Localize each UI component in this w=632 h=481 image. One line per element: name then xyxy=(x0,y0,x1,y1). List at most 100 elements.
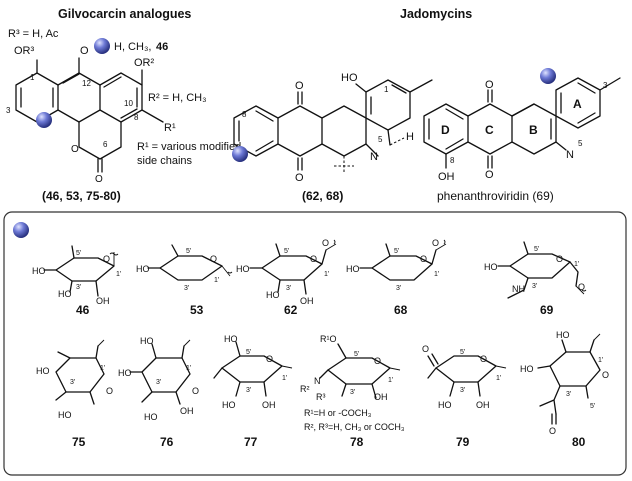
panel-marker-ball xyxy=(13,222,29,238)
svg-text:HO: HO xyxy=(118,368,132,378)
sugar-78: 78 R¹O N R² R³ OH O 5' 3' 1' R¹=H or -CO… xyxy=(300,334,405,449)
svg-text:O: O xyxy=(422,344,429,354)
sugar-62-label: 62 xyxy=(284,303,298,317)
svg-text:NH: NH xyxy=(512,284,525,294)
sugar-53: 53 HO O 5' 3' 1' xyxy=(136,244,233,317)
svg-text:1': 1' xyxy=(598,357,603,364)
svg-text:3': 3' xyxy=(246,387,251,394)
ring-label-c: C xyxy=(485,123,494,137)
svg-text:N: N xyxy=(314,376,321,386)
sugar-62: 62 HO HO OH O O 5' 3' 1' xyxy=(236,238,337,317)
r78-note-1: R¹=H or -COCH₃ xyxy=(304,408,372,418)
svg-text:5': 5' xyxy=(394,248,399,255)
svg-text:O: O xyxy=(103,254,110,264)
svg-text:O: O xyxy=(210,254,217,264)
sugar-69-label: 69 xyxy=(540,303,554,317)
sugar-76-label: 76 xyxy=(160,435,174,449)
jadomycin-locant-5: 5 xyxy=(378,135,383,144)
phen-locant-3: 3 xyxy=(603,81,608,90)
svg-text:HO: HO xyxy=(346,264,360,274)
phen-oh-label: OH xyxy=(438,171,455,183)
phen-o-bottom: O xyxy=(485,169,494,181)
ring-label-d: D xyxy=(441,123,450,137)
sugar-46: 46 HO HO OH O 5' 3' 1' xyxy=(32,245,121,317)
ring-label-a: A xyxy=(573,97,582,111)
phen-locant-8: 8 xyxy=(450,156,455,165)
jadomycin-o-bottom: O xyxy=(295,172,304,184)
phen-n-label: N xyxy=(566,149,574,161)
svg-text:R³: R³ xyxy=(316,392,326,402)
phen-o-top: O xyxy=(485,79,494,91)
sugar-69: 69 HO NH O O 5' 3' 1' xyxy=(484,241,587,317)
svg-text:3': 3' xyxy=(184,285,189,292)
sugar-75-label: 75 xyxy=(72,435,86,449)
jadomycin-structure: HO O O N H 1 5 8 (62, 68) xyxy=(232,72,433,203)
svg-text:1': 1' xyxy=(214,277,219,284)
r1-label: R¹ xyxy=(164,122,176,134)
svg-text:HO: HO xyxy=(520,364,534,374)
svg-text:OH: OH xyxy=(180,406,194,416)
svg-text:1': 1' xyxy=(100,365,105,372)
locant-1: 1 xyxy=(30,73,35,82)
svg-text:HO: HO xyxy=(58,410,72,420)
svg-text:5': 5' xyxy=(284,248,289,255)
svg-text:5': 5' xyxy=(354,351,359,358)
svg-text:HO: HO xyxy=(222,400,236,410)
svg-text:O: O xyxy=(420,254,427,264)
svg-text:HO: HO xyxy=(236,264,250,274)
r3-definition: R³ = H, Ac xyxy=(8,28,59,40)
svg-text:HO: HO xyxy=(140,336,154,346)
sugar-panel xyxy=(3,211,627,476)
or3-label: OR³ xyxy=(14,45,35,57)
svg-text:HO: HO xyxy=(36,366,50,376)
svg-text:3': 3' xyxy=(156,379,161,386)
svg-text:R¹O: R¹O xyxy=(320,334,337,344)
sugar-marker-ball xyxy=(36,112,52,128)
svg-text:O: O xyxy=(480,354,487,364)
jadomycin-o-top: O xyxy=(295,80,304,92)
r2-definition: R² = H, CH₃ xyxy=(148,92,207,104)
svg-text:5': 5' xyxy=(76,250,81,257)
sugar-46-number: 46 xyxy=(156,41,168,53)
jadomycin-compound-numbers: (62, 68) xyxy=(302,189,343,203)
svg-text:HO: HO xyxy=(556,330,570,340)
svg-text:HO: HO xyxy=(32,266,46,276)
carbonyl-oxygen-label: O xyxy=(95,174,103,185)
sugar-68: 68 HO O O 5' 3' 1' xyxy=(346,238,447,317)
sugar-marker-ball xyxy=(232,146,248,162)
svg-text:O: O xyxy=(310,254,317,264)
gilvocarcin-structure: R³ = H, Ac OR³ O H, CH₃, 46 OR² R² = H, … xyxy=(6,28,241,203)
svg-text:O: O xyxy=(556,254,563,264)
svg-text:3': 3' xyxy=(76,284,81,291)
svg-text:O: O xyxy=(602,370,609,380)
svg-text:3': 3' xyxy=(350,389,355,396)
svg-text:HO: HO xyxy=(484,262,498,272)
svg-text:O: O xyxy=(266,354,273,364)
gilvocarcin-compound-numbers: (46, 53, 75-80) xyxy=(42,189,121,203)
svg-text:1': 1' xyxy=(434,271,439,278)
o-label: O xyxy=(80,45,89,57)
sugar-76: 76 HO HO HO OH O 3' 1' xyxy=(118,336,199,449)
sugar-marker-ball xyxy=(540,68,556,84)
sugar-68-label: 68 xyxy=(394,303,408,317)
locant-8: 8 xyxy=(134,113,139,122)
or2-label: OR² xyxy=(134,57,155,69)
svg-text:O: O xyxy=(549,426,556,436)
svg-text:1': 1' xyxy=(388,377,393,384)
sugar-80: 80 HO HO O O 3' 1' 5' xyxy=(520,330,609,449)
svg-text:O: O xyxy=(322,238,329,248)
ring-oxygen-label: O xyxy=(71,144,79,155)
sugar-79-label: 79 xyxy=(456,435,470,449)
sugar-53-label: 53 xyxy=(190,303,204,317)
svg-text:3': 3' xyxy=(532,283,537,290)
r1-definition-line2: side chains xyxy=(137,155,193,167)
r78-note-2: R², R³=H, CH₃ or COCH₃ xyxy=(304,422,405,432)
sugar-77-label: 77 xyxy=(244,435,258,449)
sugar-46-label: 46 xyxy=(76,303,90,317)
svg-text:1': 1' xyxy=(324,271,329,278)
svg-text:HO: HO xyxy=(136,264,150,274)
svg-text:1': 1' xyxy=(116,271,121,278)
svg-text:3': 3' xyxy=(566,391,571,398)
svg-text:OH: OH xyxy=(374,392,388,402)
